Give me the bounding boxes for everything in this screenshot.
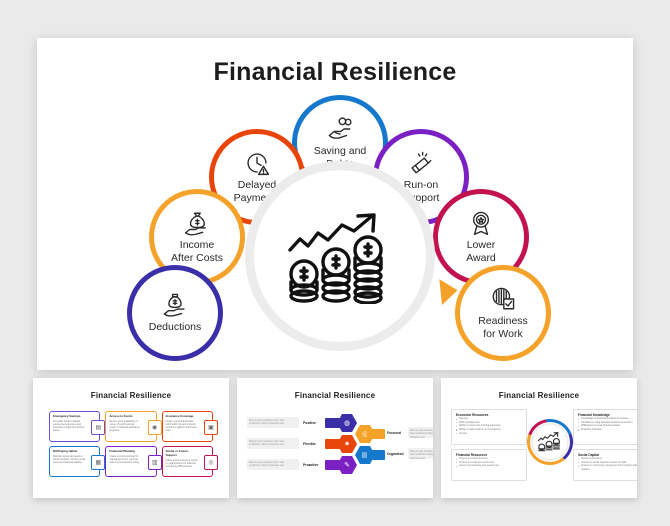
card-body: Ensure quick availability of money throu…	[109, 419, 141, 433]
t2-right-text: Mauris quis tincidunt velit. Sed vestibu…	[408, 427, 433, 439]
bill-icon: ▦	[91, 455, 106, 470]
t2-right-label: Organized	[387, 452, 404, 456]
card-body: Create a structured plan for managing in…	[109, 454, 140, 465]
t2-hex-proactive[interactable]: ✎	[337, 456, 357, 474]
t2-tab	[325, 418, 343, 428]
center-hub-ring	[245, 161, 435, 351]
t1-card[interactable]: Emergency Savings Set-aside funds to han…	[49, 411, 106, 442]
t1-card[interactable]: Insurance Coverage Protect yourself fina…	[161, 411, 218, 442]
t2-tab	[367, 450, 385, 460]
hand-coins-icon	[328, 117, 352, 139]
t1-card[interactable]: Financial Planning Create a structured p…	[105, 446, 162, 477]
t2-left-label: Flexible	[303, 442, 316, 446]
chart-icon: ▥	[147, 455, 162, 470]
people-icon: ◎	[203, 455, 218, 470]
award-ribbon-icon	[472, 211, 490, 236]
thumbnail-1-title: Financial Resilience	[90, 391, 172, 400]
quadrant-heading: Financial Knowledge	[578, 413, 610, 417]
thumbnail-slide-2[interactable]: Financial Resilience Mauris quis tincidu…	[237, 378, 433, 498]
quadrant-heading: Social Capital	[578, 453, 599, 457]
quadrant-heading: Economic Resources	[456, 413, 489, 417]
quadrant-social-capital[interactable]: Social Capital Social connections Access…	[573, 449, 637, 481]
node-label: Deductions	[148, 321, 202, 334]
quadrant-financial-resources[interactable]: Financial Resources Access to a bank acc…	[451, 449, 527, 481]
card-heading: Social or Comm. Support	[165, 449, 189, 457]
clipboard-check-icon	[492, 287, 515, 310]
main-slide: Financial Resilience	[37, 38, 633, 370]
card-body: Maintain timely payments to avoid penalt…	[53, 454, 86, 465]
quadrant-heading: Financial Resources	[456, 453, 488, 457]
card-body: Utilize social resources, family or orga…	[165, 458, 198, 469]
t2-left-label: Positive	[303, 421, 317, 425]
shield-icon: ▣	[203, 420, 218, 435]
page-title: Financial Resilience	[213, 58, 457, 86]
quadrant-financial-knowledge[interactable]: Financial Knowledge Knowledge of financi…	[573, 409, 637, 445]
thumbnail-3-center	[531, 423, 569, 461]
clock-alert-icon	[247, 153, 270, 176]
megaphone-icon	[411, 151, 432, 174]
card-heading: Bill Paying Habits	[53, 449, 78, 453]
t1-card[interactable]: Social or Comm. Support Utilize social r…	[161, 446, 218, 477]
thumbnail-3-content: Financial Resilience Economic Resources …	[449, 385, 637, 491]
t2-tab	[367, 429, 385, 439]
quadrant-economic-resources[interactable]: Economic Resources Savings Debt manageme…	[451, 409, 527, 445]
growth-arrow-coins-icon	[288, 213, 383, 304]
growth-arrow-coins-icon	[537, 432, 560, 452]
piggy-bank-icon: ▤	[91, 420, 106, 435]
card-heading: Financial Planning	[109, 449, 135, 453]
card-body: Protect yourself financially with health…	[165, 419, 198, 433]
card-heading: Emergency Savings	[53, 414, 81, 418]
thumbnail-1-card-grid: Emergency Savings Set-aside funds to han…	[49, 411, 218, 477]
t2-hex-flexible[interactable]: ✷	[337, 435, 357, 453]
t1-card[interactable]: Access to Funds Ensure quick availabilit…	[105, 411, 162, 442]
card-heading: Access to Funds	[109, 414, 133, 418]
hand-coin-purse-icon	[163, 293, 185, 317]
thumbnail-3-title: Financial Resilience	[498, 391, 580, 400]
t2-tab	[325, 460, 343, 470]
t2-right-text: Mauris quis tincidunt velit. Sed vestibu…	[408, 448, 433, 460]
t2-hex-positive[interactable]: ◍	[337, 414, 357, 432]
center-hub-icon-wrap	[245, 161, 435, 351]
t2-left-text: Mauris quis tincidunt velit. Sed vestibu…	[247, 438, 299, 449]
t2-tab	[325, 439, 343, 449]
node-deductions[interactable]: Deductions	[127, 265, 223, 361]
thumbnail-2-title: Financial Resilience	[294, 391, 376, 400]
card-body: Set-aside funds to handle unexpected exp…	[53, 419, 85, 433]
wallet-icon: ◉	[147, 420, 162, 435]
t1-card[interactable]: Bill Paying Habits Maintain timely payme…	[49, 446, 106, 477]
thumbnail-slide-3[interactable]: Financial Resilience Economic Resources …	[441, 378, 637, 498]
t2-right-label: Focused	[387, 431, 401, 435]
thumbnail-1-content: Financial Resilience Emergency Savings S…	[41, 385, 221, 491]
t2-left-label: Proactive	[303, 463, 319, 467]
t2-left-text: Mauris quis tincidunt velit. Sed vestibu…	[247, 459, 299, 470]
node-bubble[interactable]: Deductions	[127, 265, 223, 361]
hand-money-bag-icon	[184, 212, 206, 236]
thumbnail-slide-1[interactable]: Financial Resilience Emergency Savings S…	[33, 378, 229, 498]
card-heading: Insurance Coverage	[165, 414, 194, 418]
t2-left-text: Mauris quis tincidunt velit. Sed vestibu…	[247, 417, 299, 428]
thumbnail-2-content: Financial Resilience Mauris quis tincidu…	[245, 385, 433, 491]
